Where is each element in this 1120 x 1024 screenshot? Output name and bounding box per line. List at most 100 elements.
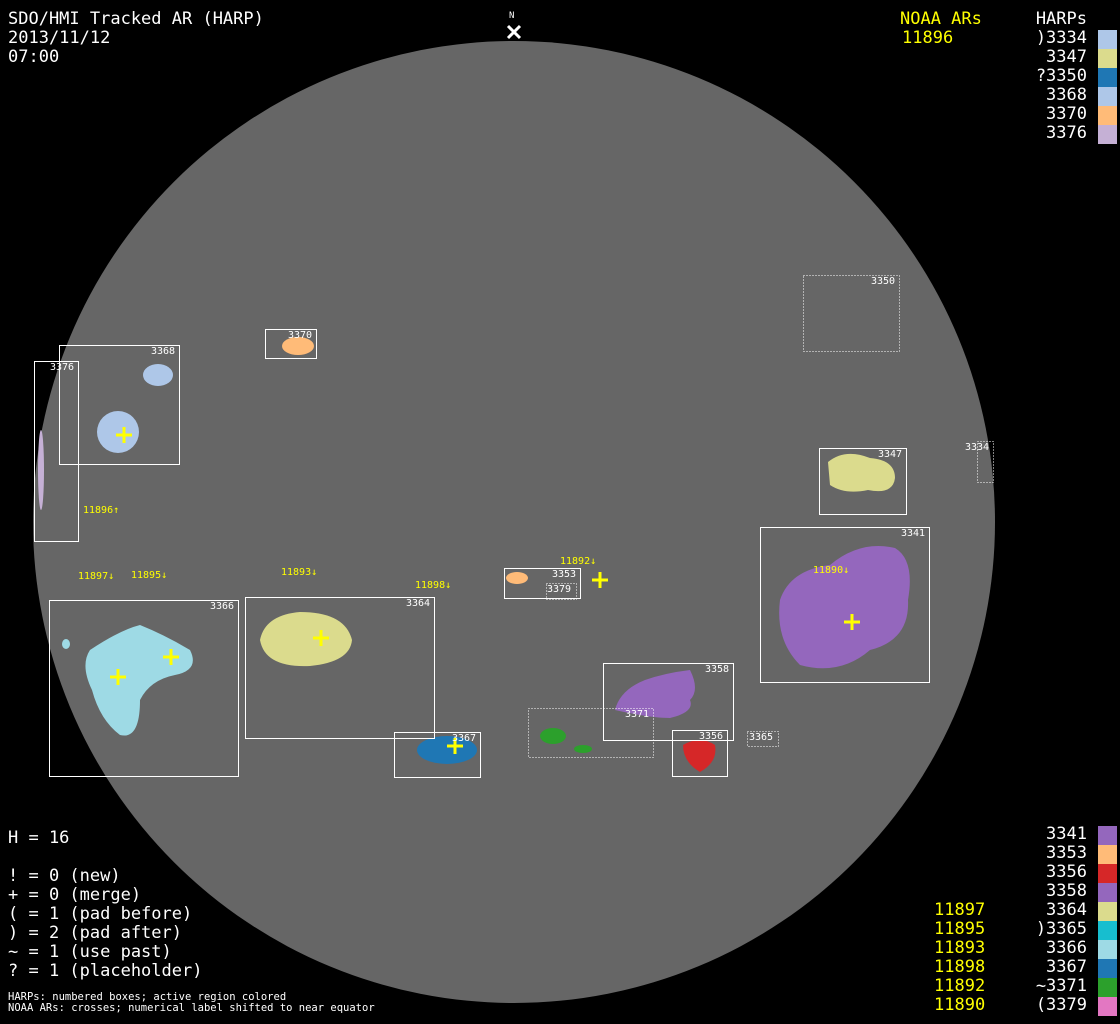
box-3350 (803, 275, 900, 352)
box-label: 3353 (552, 569, 577, 580)
box-label: 3367 (452, 733, 477, 744)
box-label: 3370 (288, 330, 313, 341)
status-legend-line: ~ = 1 (use past) (8, 942, 172, 962)
box-3358 (603, 663, 734, 741)
harp-list-item: 3364 (1046, 900, 1087, 920)
region-3370 (282, 337, 314, 355)
box-3379 (546, 583, 577, 600)
solar-disk (33, 41, 995, 1003)
north-label: N (509, 11, 515, 21)
color-swatch (1098, 978, 1117, 997)
box-label: 3358 (705, 664, 730, 675)
noaa-list-item: 11892 (934, 976, 986, 996)
color-swatch (1098, 921, 1117, 940)
noaa-label: 11897↓ (78, 571, 115, 582)
color-swatch (1098, 125, 1117, 144)
harps-header: HARPs (1035, 9, 1087, 29)
region-3353 (506, 572, 528, 584)
color-swatch (1098, 30, 1117, 49)
noaa-list-item: 11893 (934, 938, 986, 958)
box-3364 (245, 597, 435, 739)
region-3356 (683, 740, 716, 772)
cross-icon (110, 669, 126, 685)
harp-list-item: ~3371 (1035, 976, 1087, 996)
harp-list-item: )3334 (1035, 28, 1087, 48)
box-label: 3379 (547, 584, 572, 595)
box-3356 (672, 730, 728, 777)
box-3334 (977, 441, 994, 483)
noaa-label: 11895↓ (131, 570, 168, 581)
color-swatch (1098, 864, 1117, 883)
region-3347 (828, 453, 895, 492)
footnote: HARPs: numbered boxes; active region col… (8, 991, 287, 1003)
noaa-label: 11890↓ (813, 565, 850, 576)
color-swatch (1098, 106, 1117, 125)
noaa-list-item: 11895 (934, 919, 986, 939)
region-3371 (540, 728, 566, 744)
region-3358 (615, 670, 695, 718)
box-label: 3347 (878, 449, 903, 460)
color-swatch (1098, 883, 1117, 902)
color-swatch (1098, 87, 1117, 106)
cross-icon (844, 614, 860, 630)
harp-list-item: 3347 (1046, 47, 1087, 67)
box-label: 3356 (699, 731, 724, 742)
harp-list-item: 3368 (1046, 85, 1087, 105)
cross-icon (163, 649, 179, 665)
harp-list-item: 3376 (1046, 123, 1087, 143)
cross-icon (116, 427, 132, 443)
color-swatch (1098, 997, 1117, 1016)
box-3367 (394, 732, 481, 778)
harp-list-item: 3370 (1046, 104, 1087, 124)
region-3341 (779, 546, 910, 669)
region-3367 (417, 736, 477, 764)
noaa-label: 11893↓ (281, 567, 318, 578)
title: SDO/HMI Tracked AR (HARP) (8, 9, 264, 29)
harp-count: H = 16 (8, 828, 70, 848)
region-3376 (38, 430, 44, 510)
box-3366 (49, 600, 239, 777)
region-3366b (62, 639, 70, 649)
noaa-list-item: 11897 (934, 900, 986, 920)
box-3368 (59, 345, 180, 465)
status-legend-line: + = 0 (merge) (8, 885, 142, 905)
box-3376 (34, 361, 79, 542)
box-label: 3364 (406, 598, 431, 609)
harp-list-item: (3379 (1035, 995, 1087, 1015)
noaa-label: 11898↓ (415, 580, 452, 591)
box-label: 3350 (871, 276, 896, 287)
harp-list-item: 3367 (1046, 957, 1087, 977)
cross-icon (313, 630, 329, 646)
box-label: 3365 (749, 732, 774, 743)
box-label: 3376 (50, 362, 75, 373)
harp-list-item: ?3350 (1035, 66, 1087, 86)
box-label: 3368 (151, 346, 176, 357)
color-swatch (1098, 940, 1117, 959)
noaa-crosses (110, 427, 860, 754)
cross-icon (592, 572, 608, 588)
color-swatch (1098, 68, 1117, 87)
time: 07:00 (8, 47, 60, 67)
color-swatch (1098, 49, 1117, 68)
noaa-list-item: 11898 (934, 957, 986, 977)
north-marker-icon (506, 24, 522, 40)
region-3371b (574, 745, 592, 753)
noaa-list-item: 11890 (934, 995, 986, 1015)
color-swatch (1098, 902, 1117, 921)
region-3366 (85, 625, 193, 736)
noaa-header: NOAA ARs (900, 9, 982, 29)
status-legend-line: ! = 0 (new) (8, 866, 121, 886)
status-legend-line: ( = 1 (pad before) (8, 904, 193, 924)
harp-list-item: 3366 (1046, 938, 1087, 958)
box-3347 (819, 448, 907, 515)
box-label: 3334 (965, 442, 990, 453)
box-3353 (504, 568, 581, 599)
noaa-label: 11892↓ (560, 556, 597, 567)
active-regions (38, 337, 910, 772)
region-3368 (97, 411, 139, 453)
color-swatch (1098, 826, 1117, 845)
harp-list-item: 3341 (1046, 824, 1087, 844)
box-label: 3366 (210, 601, 235, 612)
